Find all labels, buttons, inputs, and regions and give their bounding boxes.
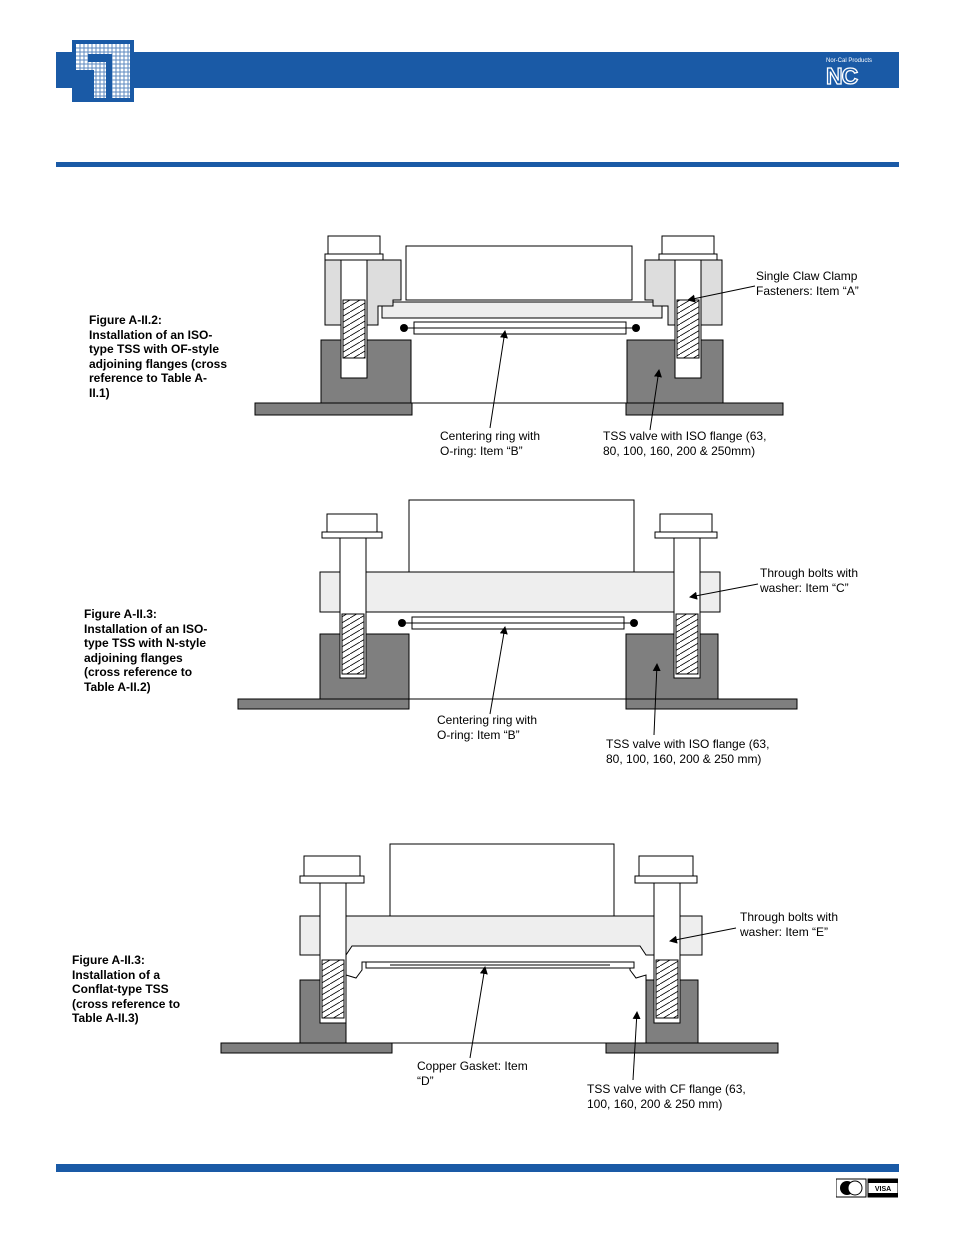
callout-centering-ring: Centering ring with O-ring: Item “B” — [440, 429, 541, 458]
grid-tower-logo-icon — [72, 40, 134, 102]
callout-valve: TSS valve with ISO flange (63, 80, 100, … — [606, 737, 770, 766]
callout-valve: TSS valve with ISO flange (63, 80, 100, … — [603, 429, 767, 458]
nc-logo-icon: Nor-Cal Products NC — [825, 58, 872, 86]
logo-mark: NC — [826, 63, 858, 86]
callout-through-bolts: Through bolts with washer: Item “E” — [740, 910, 839, 939]
figure-caption: Figure A-II.3: Installation of an ISO- t… — [84, 607, 208, 694]
header-bar — [56, 52, 899, 88]
callout-copper-gasket: Copper Gasket: Item “D” — [417, 1059, 528, 1088]
callout-valve: TSS valve with CF flange (63, 100, 160, … — [587, 1082, 746, 1111]
callout-centering-ring: Centering ring with O-ring: Item “B” — [437, 713, 538, 742]
mastercard-icon — [836, 1178, 867, 1198]
top-rule — [56, 162, 899, 167]
bottom-rule — [56, 1164, 899, 1172]
callout-fastener: Single Claw Clamp Fasteners: Item “A” — [756, 269, 859, 298]
figure-caption: Figure A-II.3: Installation of a Conflat… — [72, 953, 181, 1025]
visa-label: VISA — [875, 1186, 891, 1193]
visa-icon: VISA — [867, 1178, 898, 1198]
figure-caption: Figure A-II.2: Installation of an ISO- t… — [89, 313, 228, 400]
payment-icons: VISA — [836, 1178, 898, 1198]
callout-through-bolts: Through bolts with washer: Item “C” — [760, 566, 859, 595]
logo-small-text: Nor-Cal Products — [826, 58, 872, 64]
